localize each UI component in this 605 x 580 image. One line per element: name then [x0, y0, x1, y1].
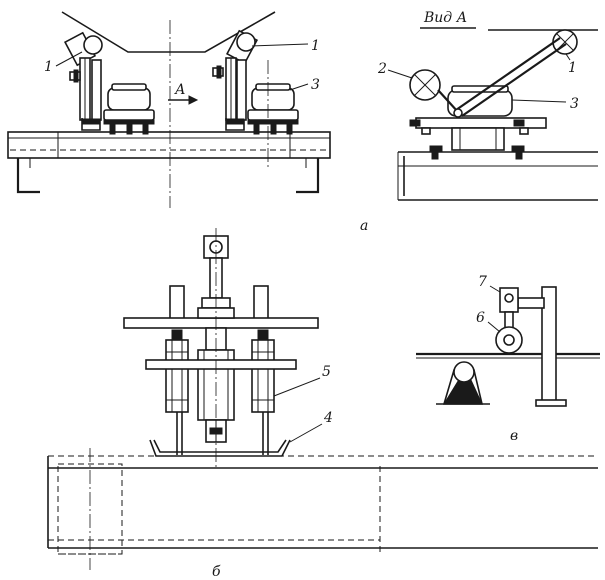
label-part-1-mid: 1 [311, 38, 320, 54]
view-a-beam [397, 151, 598, 201]
view-a-roller-2 [409, 69, 441, 101]
label-part-6: 6 [476, 310, 485, 326]
base-beam-a [7, 60, 331, 194]
middle-roller-assembly [212, 29, 259, 131]
long-beam-b [47, 448, 598, 570]
label-part-2-view: 2 [377, 61, 387, 77]
leader-5 [273, 377, 321, 397]
view-a-title: Вид А [423, 10, 467, 26]
figure-a-front-view: А [7, 11, 331, 208]
middle-switch-housing [247, 83, 299, 135]
view-a-levers [437, 37, 567, 118]
guide-bushing-right [251, 329, 275, 413]
leader-2-view [387, 69, 413, 79]
label-part-3-mid: 3 [311, 77, 320, 93]
stand-post [517, 286, 567, 407]
roller-part-6 [495, 311, 523, 354]
lower-cross-plate [145, 359, 297, 370]
figure-v-caption: в [510, 428, 518, 444]
label-part-1-left: 1 [44, 59, 53, 75]
leader-3-view [511, 99, 567, 103]
figure-b-caption: б [212, 564, 221, 580]
idler-support [436, 361, 490, 405]
left-switch-housing [103, 83, 155, 135]
leader-7 [489, 285, 501, 293]
guide-rod-left-top [169, 285, 185, 321]
leader-1-mid [251, 43, 309, 47]
leader-1-view [565, 53, 571, 61]
leader-6 [487, 321, 501, 333]
label-part-1-view: 1 [568, 60, 577, 76]
leader-1-left [55, 51, 83, 67]
left-roller-assembly [63, 31, 103, 131]
arrow-a-label: А [174, 82, 186, 98]
label-part-7: 7 [478, 274, 487, 290]
guide-bushing-left [165, 329, 189, 413]
upper-cross-plate [123, 307, 319, 329]
figure-b: 5 4 [47, 228, 598, 570]
label-part-4: 4 [323, 410, 333, 426]
figure-a-caption: а [360, 218, 368, 234]
leader-4 [289, 423, 323, 443]
guide-rod-right-top [253, 285, 269, 321]
label-part-3-view: 3 [570, 96, 579, 112]
switch-part-7 [499, 287, 519, 313]
figure-a-view-a: Вид А [377, 10, 598, 201]
figure-v: 7 6 [416, 274, 600, 407]
direction-arrow-head [188, 95, 199, 105]
view-a-mounting-plate [409, 117, 547, 160]
label-part-5: 5 [322, 364, 331, 380]
leader-3-mid [289, 83, 309, 91]
